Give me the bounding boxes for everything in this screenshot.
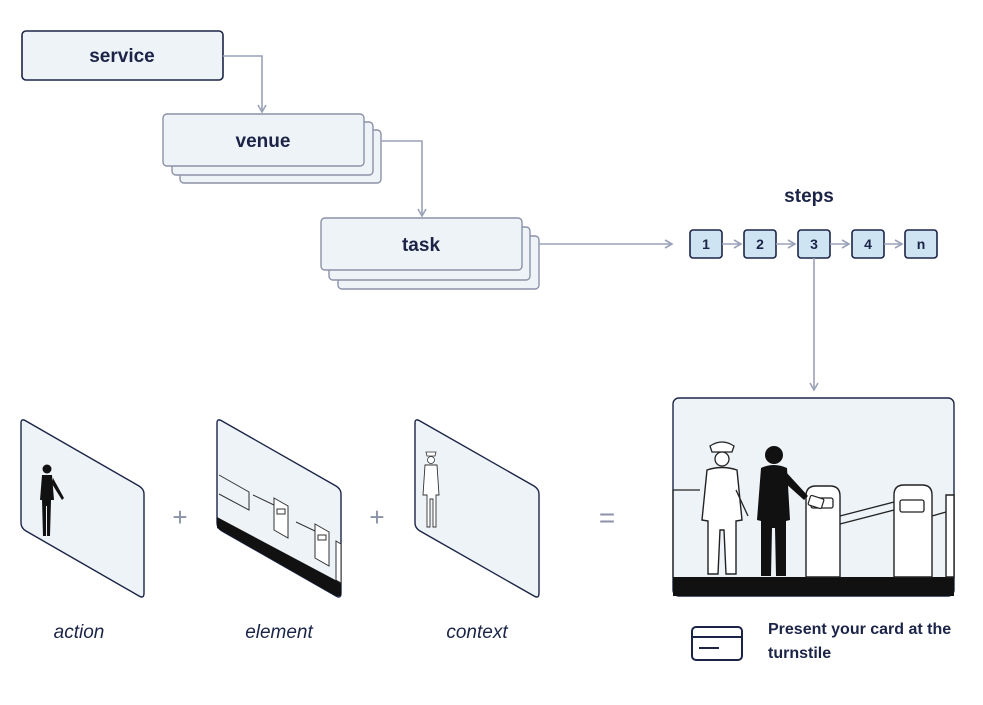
venue-box [162,113,365,167]
step-2-label: 2 [756,236,764,252]
venue-label: venue [236,131,291,152]
step-3-label: 3 [810,236,818,252]
action-card [20,419,145,598]
plus-sign-2: + [369,502,384,532]
step-4-label: 4 [864,236,872,252]
step-4: 4 [851,229,885,259]
turnstile-icon [672,484,955,578]
result-floor [673,577,954,596]
result-caption: Present your card at the turnstile [768,621,952,662]
task-box-stack: task [320,217,540,290]
card-icon [691,626,743,661]
task-box [320,217,523,271]
venue-box-stack: venue [162,113,382,184]
equals-sign: = [599,502,615,533]
step-3: 3 [797,229,831,259]
officer-figure-icon [422,451,440,528]
passenger-icon [757,446,808,576]
connector-venue-task [381,140,427,218]
result-scene-card [672,397,955,597]
step-n-label: n [917,236,926,252]
service-box: service [21,30,224,81]
steps-title: steps [784,186,834,207]
service-label: service [89,46,155,67]
action-figure-icon [40,464,64,536]
connector-service-venue [223,55,267,114]
context-label: context [446,622,508,643]
step-n: n [904,229,938,259]
task-label: task [402,235,440,256]
plus-sign-1: + [172,502,187,532]
element-card [216,419,342,598]
step-1: 1 [689,229,723,259]
turnstile-scene-icon [217,474,342,596]
step-1-label: 1 [702,236,710,252]
action-label: action [54,622,105,643]
context-card [414,419,540,598]
officer-icon [701,441,749,575]
step-2: 2 [743,229,777,259]
element-label: element [245,622,313,643]
card-tap-icon [807,494,825,510]
